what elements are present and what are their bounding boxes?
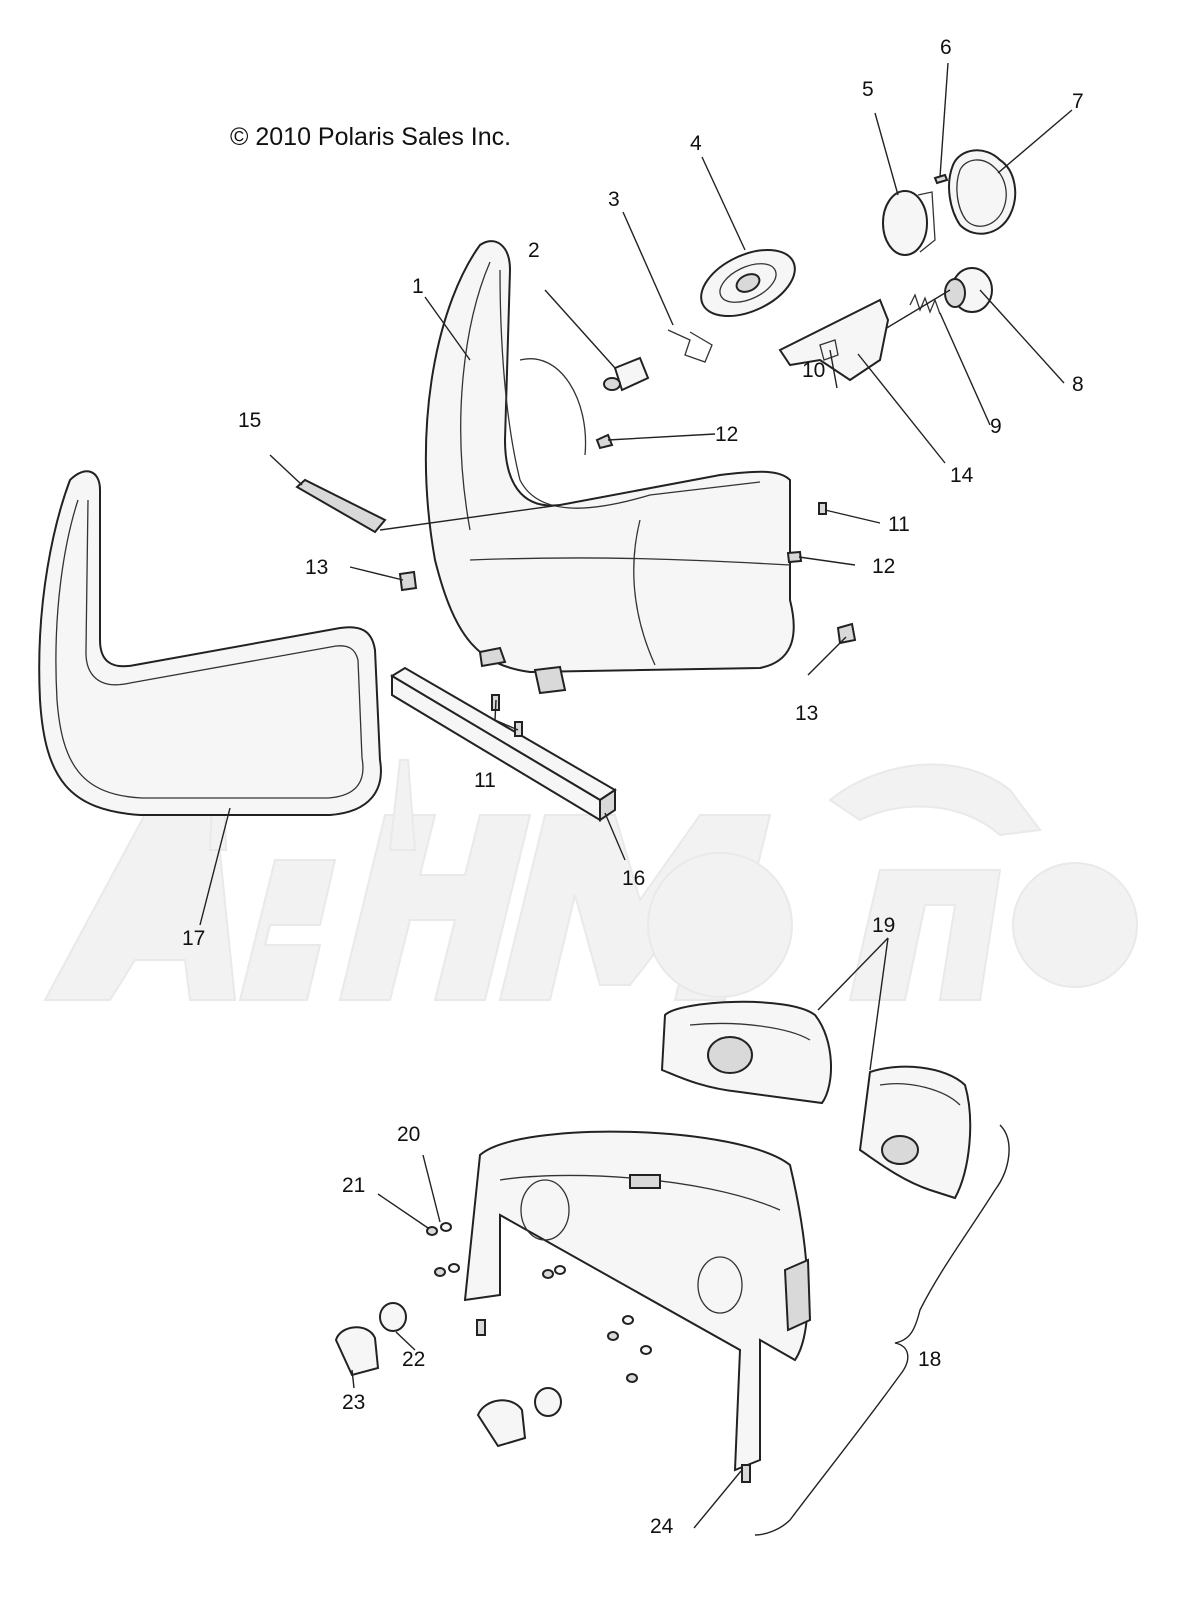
callout-2: 2: [528, 239, 540, 262]
callout-6: 6: [940, 36, 952, 59]
part-21-nut: [426, 1226, 638, 1383]
callout-21: 21: [342, 1174, 365, 1197]
callout-16: 16: [622, 867, 645, 890]
callout-20: 20: [397, 1123, 420, 1146]
callout-12-upper: 12: [715, 423, 738, 446]
part-11-pin-upper: [818, 502, 827, 515]
part-6-screw: [933, 173, 949, 185]
callout-14: 14: [950, 464, 974, 487]
callout-12-lower: 12: [872, 555, 895, 578]
part-12-screw-lower: [786, 550, 803, 564]
copyright-text: © 2010 Polaris Sales Inc.: [230, 123, 511, 151]
part-19-headlight-assembly-left: [660, 1000, 832, 1105]
part-1-headlight-housing: [424, 240, 795, 695]
part-13-clip-nut-left: [398, 570, 418, 592]
part-9-spring: [909, 293, 941, 315]
part-17-headlight-seal: [38, 470, 382, 816]
callout-5: 5: [862, 78, 874, 101]
callout-13-left: 13: [305, 556, 328, 579]
part-7-gasket: [948, 149, 1017, 235]
callout-10: 10: [802, 359, 825, 382]
callout-15: 15: [238, 409, 261, 432]
part-10-bracket: [778, 298, 890, 382]
callout-7: 7: [1072, 90, 1084, 113]
part-2-bulb: [603, 356, 650, 392]
callout-8: 8: [1072, 373, 1084, 396]
callout-22: 22: [402, 1348, 425, 1371]
callout-4: 4: [690, 132, 702, 155]
callout-23: 23: [342, 1391, 365, 1414]
lower-headlight-shroud: [463, 1130, 812, 1472]
part-19-headlight-assembly-right: [858, 1065, 972, 1200]
part-18-group-bracket: [754, 1124, 1010, 1536]
callout-3: 3: [608, 188, 620, 211]
callout-11-upper: 11: [888, 513, 910, 536]
callout-17: 17: [182, 927, 205, 950]
callout-9: 9: [990, 415, 1002, 438]
callout-19: 19: [872, 914, 895, 937]
part-4-reflector-cap: [700, 248, 796, 318]
callout-24: 24: [650, 1515, 674, 1538]
callout-11-lower: 11: [474, 769, 496, 792]
leader-lines: [199, 62, 1073, 1529]
part-13-clip-nut-right: [836, 622, 857, 645]
part-15-foam-strip: [295, 478, 387, 534]
callout-18: 18: [918, 1348, 941, 1371]
part-8-adjuster-knob: [944, 267, 993, 313]
part-3-retaining-clip: [667, 329, 713, 363]
part-20-washer: [440, 1222, 652, 1355]
part-12-screw-upper: [595, 433, 614, 450]
part-16-foam-bar: [390, 666, 617, 822]
part-22-bulb: [379, 1302, 562, 1417]
callout-13-right: 13: [795, 702, 818, 725]
watermark-logo: [43, 734, 1138, 1001]
part-5-lamp: [882, 190, 936, 256]
part-24-screw: [476, 1319, 751, 1483]
part-23-socket: [334, 1326, 527, 1448]
callout-numbers: 1 2 3 4 5 6 7 8 9 10 11 11 12 12 13 13 1…: [182, 36, 1084, 1538]
callout-1: 1: [412, 275, 424, 298]
